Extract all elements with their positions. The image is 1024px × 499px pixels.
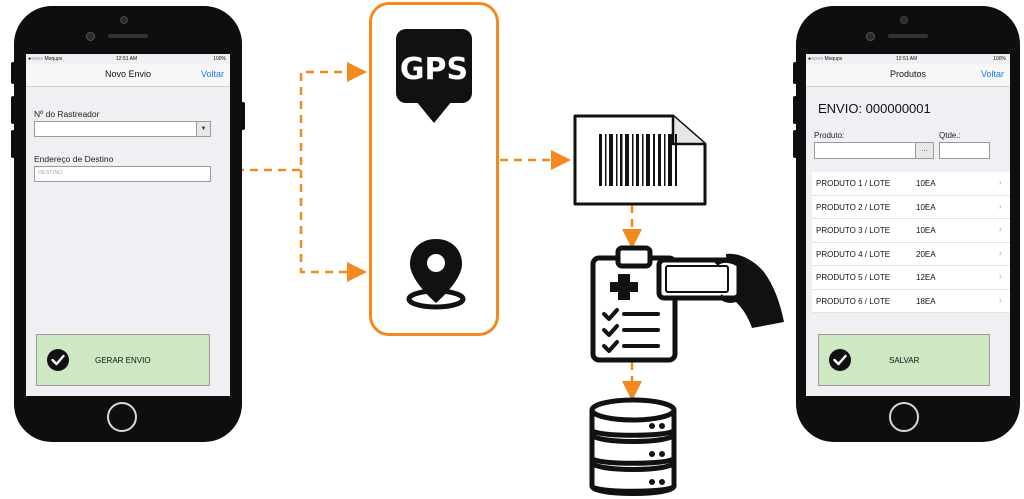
product-qty: 12EA bbox=[916, 273, 936, 282]
product-input[interactable]: ... bbox=[814, 142, 934, 159]
chevron-right-icon: › bbox=[998, 177, 1002, 188]
chevron-right-icon: › bbox=[998, 271, 1002, 282]
product-name: PRODUTO 5 / LOTE bbox=[816, 273, 891, 282]
right-phone-screen: ●○○○○ Moqups 12:51 AM 100% Produtos Volt… bbox=[806, 54, 1010, 396]
right-phone-home-button[interactable] bbox=[889, 402, 919, 432]
product-name: PRODUTO 2 / LOTE bbox=[816, 202, 891, 212]
clock-label: 12:51 AM bbox=[116, 56, 138, 62]
phone-in-hand-icon bbox=[656, 253, 784, 328]
product-name: PRODUTO 3 / LOTE bbox=[816, 226, 891, 235]
destination-placeholder: DESTINO bbox=[38, 170, 63, 176]
right-phone-side-button bbox=[793, 62, 797, 84]
right-phone-camera bbox=[866, 32, 875, 41]
save-button[interactable]: SALVAR bbox=[818, 334, 990, 386]
product-qty: 10EA bbox=[916, 226, 936, 235]
product-lookup-button[interactable]: ... bbox=[915, 143, 933, 158]
list-item[interactable]: PRODUTO 4 / LOTE 20EA › bbox=[812, 243, 1010, 266]
location-pin-icon bbox=[406, 239, 466, 310]
right-phone-volume-down bbox=[793, 130, 797, 158]
arrow-phone-to-gps bbox=[236, 62, 367, 172]
arrow-phone-to-pin bbox=[299, 170, 367, 282]
database-icon bbox=[589, 397, 677, 496]
right-phone-speaker bbox=[888, 34, 928, 38]
product-label: Produto: bbox=[814, 131, 845, 140]
left-phone-power-button bbox=[241, 102, 245, 130]
status-bar: ●○○○○ Moqups 12:51 AM 100% bbox=[26, 54, 230, 64]
battery-label: 100% bbox=[993, 56, 1006, 62]
chevron-right-icon: › bbox=[998, 200, 1002, 212]
left-phone: ●○○○○ Moqups 12:51 AM 100% Novo Envio Vo… bbox=[11, 6, 245, 442]
nav-bar: Produtos Voltar bbox=[806, 64, 1010, 87]
list-item[interactable]: PRODUTO 5 / LOTE 12EA › bbox=[812, 266, 1010, 290]
generate-shipment-button[interactable]: GERAR ENVIO bbox=[36, 334, 210, 386]
destination-label: Endereço de Destino bbox=[34, 154, 114, 164]
list-item[interactable]: PRODUTO 6 / LOTE 18EA › bbox=[812, 290, 1010, 313]
left-phone-volume-up bbox=[11, 96, 15, 124]
product-list: PRODUTO 1 / LOTE 10EA › PRODUTO 2 / LOTE… bbox=[812, 172, 1010, 313]
chevron-right-icon: › bbox=[998, 294, 1002, 306]
left-phone-home-button[interactable] bbox=[107, 402, 137, 432]
back-link[interactable]: Voltar bbox=[200, 69, 224, 79]
product-qty: 10EA bbox=[916, 179, 936, 188]
quantity-label: Qtde.: bbox=[939, 131, 961, 140]
left-phone-camera bbox=[86, 32, 95, 41]
left-phone-speaker bbox=[108, 34, 148, 38]
chevron-right-icon: › bbox=[998, 247, 1002, 259]
product-qty: 20EA bbox=[916, 249, 936, 259]
carrier-label: ●○○○○ Moqups bbox=[808, 56, 843, 62]
battery-label: 100% bbox=[213, 56, 226, 62]
clipboard-checklist-icon bbox=[590, 245, 678, 363]
gps-tracker-box: GPS bbox=[369, 2, 499, 336]
status-bar: ●○○○○ Moqups 12:51 AM 100% bbox=[806, 54, 1010, 64]
checkmark-icon bbox=[47, 349, 69, 371]
product-qty: 10EA bbox=[916, 202, 936, 212]
save-label: SALVAR bbox=[889, 356, 920, 365]
list-item[interactable]: PRODUTO 1 / LOTE 10EA › bbox=[812, 172, 1010, 196]
left-phone-volume-down bbox=[11, 130, 15, 158]
right-phone-camera-dot bbox=[900, 16, 908, 24]
barcode-icon bbox=[573, 114, 707, 206]
left-phone-screen: ●○○○○ Moqups 12:51 AM 100% Novo Envio Vo… bbox=[26, 54, 230, 396]
product-name: PRODUTO 6 / LOTE bbox=[816, 296, 891, 306]
gps-icon: GPS bbox=[396, 29, 472, 123]
right-phone-volume-up bbox=[793, 96, 797, 124]
list-item[interactable]: PRODUTO 3 / LOTE 10EA › bbox=[812, 219, 1010, 243]
page-title: Novo Envio bbox=[104, 69, 152, 79]
checkmark-icon bbox=[829, 349, 851, 371]
product-qty: 18EA bbox=[916, 296, 936, 306]
destination-input[interactable]: DESTINO bbox=[34, 166, 211, 182]
dropdown-arrow-icon[interactable]: ▼ bbox=[196, 122, 210, 136]
chevron-right-icon: › bbox=[998, 224, 1002, 235]
list-item[interactable]: PRODUTO 2 / LOTE 10EA › bbox=[812, 196, 1010, 219]
quantity-input[interactable] bbox=[939, 142, 990, 159]
clock-label: 12:51 AM bbox=[896, 56, 918, 62]
left-phone-camera-dot bbox=[120, 16, 128, 24]
product-name: PRODUTO 4 / LOTE bbox=[816, 249, 891, 259]
generate-shipment-label: GERAR ENVIO bbox=[95, 356, 151, 365]
page-title: Produtos bbox=[889, 69, 927, 79]
product-name: PRODUTO 1 / LOTE bbox=[816, 179, 891, 188]
right-phone: ●○○○○ Moqups 12:51 AM 100% Produtos Volt… bbox=[793, 6, 1020, 442]
back-link[interactable]: Voltar bbox=[980, 69, 1004, 79]
tracker-select[interactable]: ▼ bbox=[34, 121, 211, 137]
left-phone-side-button bbox=[11, 62, 15, 84]
carrier-label: ●○○○○ Moqups bbox=[28, 56, 63, 62]
nav-bar: Novo Envio Voltar bbox=[26, 64, 230, 87]
shipment-heading: ENVIO: 000000001 bbox=[818, 101, 931, 116]
tracker-label: Nº do Rastreador bbox=[34, 109, 100, 119]
gps-icon-text: GPS bbox=[400, 52, 468, 87]
